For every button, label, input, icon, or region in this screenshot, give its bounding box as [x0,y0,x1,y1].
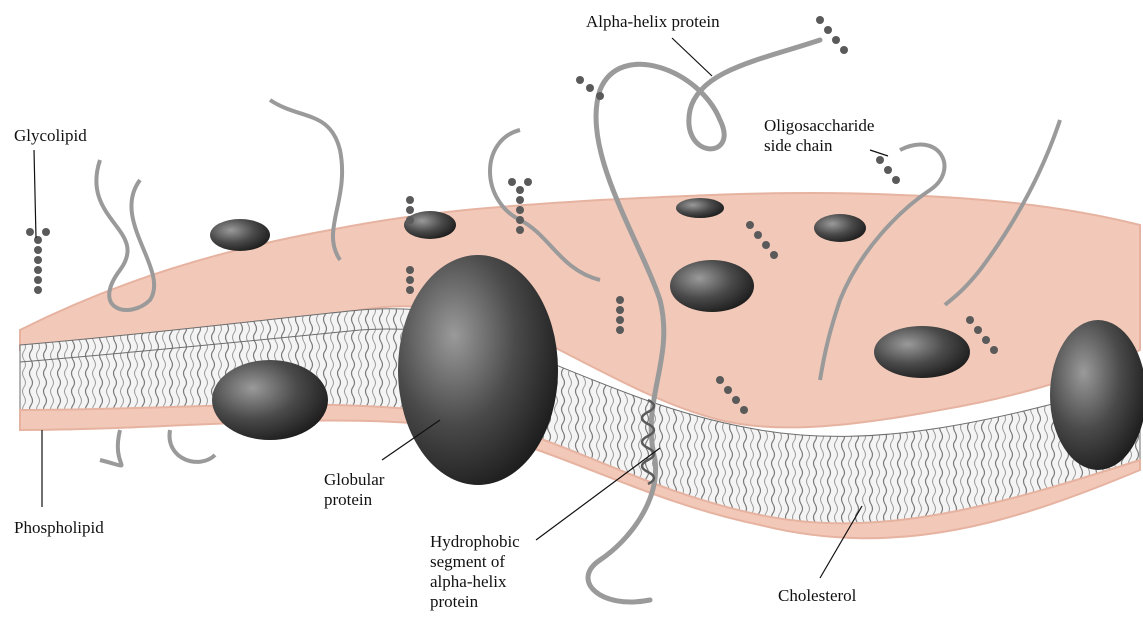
small-disc-protein-4 [404,211,456,239]
globular-protein-label: Globular protein [324,470,384,510]
hydrophobic-label-line4: protein [430,592,520,612]
globular-protein-label-line1: Globular [324,470,384,490]
oligosaccharide-label-line2: side chain [764,136,874,156]
small-protein-left [212,360,328,440]
globular-protein [398,255,558,485]
hydrophobic-label-line2: segment of [430,552,520,572]
hydrophobic-segment-label: Hydrophobic segment of alpha-helix prote… [430,532,520,612]
hydrophobic-label-line3: alpha-helix [430,572,520,592]
alpha-helix-protein-label: Alpha-helix protein [586,12,720,32]
globular-protein-label-line2: protein [324,490,384,510]
phospholipid-label: Phospholipid [14,518,104,538]
center-protein [670,260,754,312]
glycolipid-label: Glycolipid [14,126,87,146]
strand-bottom-left [100,430,122,466]
oligosaccharide-label-line1: Oligosaccharide [764,116,874,136]
strand-bottom-small [170,430,215,462]
small-disc-protein-1 [814,214,866,242]
hydrophobic-label-line1: Hydrophobic [430,532,520,552]
glycolipid-leader [34,150,36,238]
small-disc-protein-3 [210,219,270,251]
right-protein [874,326,970,378]
edge-protein-right [1050,320,1143,470]
oligosaccharide-side-chain-label: Oligosaccharide side chain [764,116,874,156]
cholesterol-label: Cholesterol [778,586,856,606]
alpha-helix-leader [672,38,712,76]
small-disc-protein-2 [676,198,724,218]
